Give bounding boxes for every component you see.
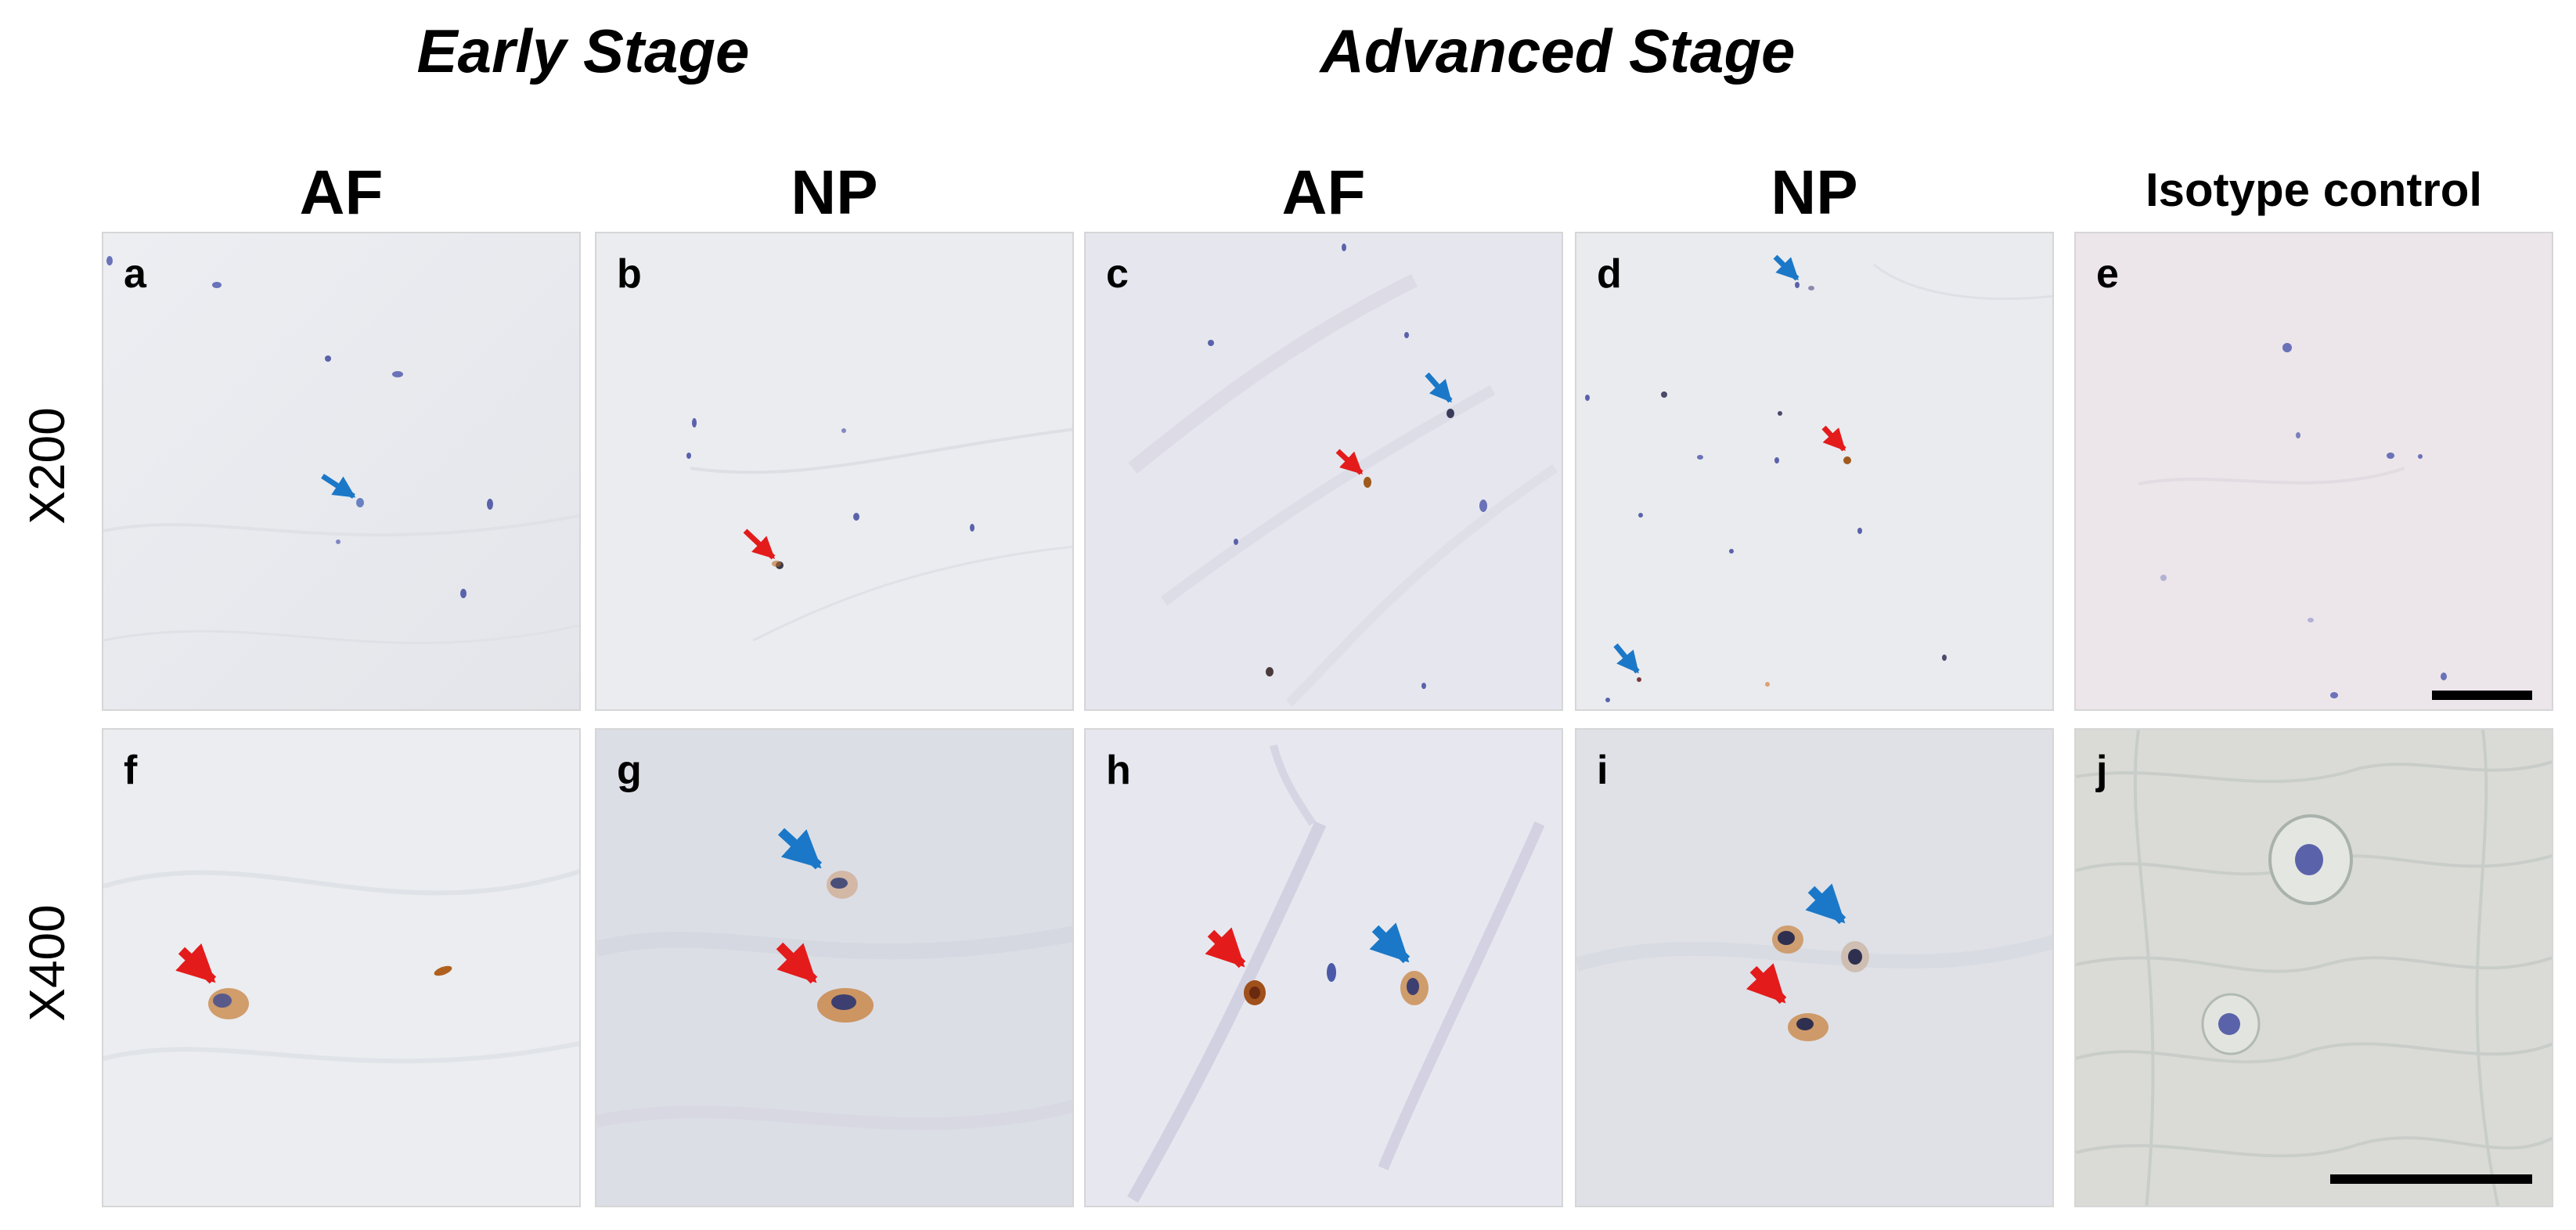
micrograph-b-image bbox=[596, 233, 1072, 709]
panel-letter-b: b bbox=[617, 251, 642, 297]
red-arrow bbox=[776, 942, 818, 984]
blue-arrow bbox=[1613, 643, 1640, 674]
panel-letter-j: j bbox=[2096, 748, 2108, 793]
scale-bar-x200 bbox=[2432, 691, 2532, 700]
micrograph-panel-i: i bbox=[1575, 728, 2054, 1207]
micrograph-a-image bbox=[103, 233, 579, 709]
micrograph-panel-h: h bbox=[1084, 728, 1563, 1207]
column-header-np-early: NP bbox=[791, 157, 878, 227]
micrograph-panel-j: j bbox=[2074, 728, 2553, 1207]
blue-arrow bbox=[1425, 372, 1453, 403]
advanced-stage-title: Advanced Stage bbox=[1320, 16, 1796, 85]
column-header-np-advanced: NP bbox=[1771, 157, 1858, 227]
micrograph-panel-a: a bbox=[102, 232, 581, 711]
micrograph-panel-d: d bbox=[1575, 232, 2054, 711]
micrograph-g-image bbox=[596, 730, 1072, 1206]
micrograph-panel-b: b bbox=[595, 232, 1074, 711]
blue-arrow bbox=[1369, 922, 1410, 964]
red-arrow bbox=[175, 943, 217, 984]
panel-letter-e: e bbox=[2096, 251, 2119, 297]
micrograph-j-image bbox=[2076, 730, 2552, 1206]
column-header-af-advanced: AF bbox=[1281, 157, 1366, 227]
micrograph-panel-c: c bbox=[1084, 232, 1563, 711]
blue-arrow bbox=[1805, 883, 1846, 925]
micrograph-h-image bbox=[1086, 730, 1562, 1206]
blue-arrow bbox=[1773, 254, 1800, 281]
micrograph-panel-f: f bbox=[102, 728, 581, 1207]
red-arrow bbox=[1205, 927, 1246, 968]
panel-letter-g: g bbox=[617, 748, 642, 793]
red-arrow bbox=[1821, 425, 1846, 452]
red-arrow bbox=[743, 528, 776, 560]
panel-letter-f: f bbox=[124, 748, 138, 793]
red-arrow bbox=[1746, 963, 1787, 1005]
micrograph-e-image bbox=[2076, 233, 2552, 709]
row-label-x400: X400 bbox=[19, 904, 75, 1022]
row-label-x200: X200 bbox=[19, 407, 75, 525]
column-header-af-early: AF bbox=[299, 157, 384, 227]
blue-arrow bbox=[321, 474, 356, 499]
red-arrow bbox=[1335, 449, 1364, 475]
micrograph-panel-g: g bbox=[595, 728, 1074, 1207]
micrograph-c-image bbox=[1086, 233, 1562, 709]
panel-letter-i: i bbox=[1597, 748, 1609, 793]
micrograph-panel-e: e bbox=[2074, 232, 2553, 711]
micrograph-d-image bbox=[1576, 233, 2052, 709]
blue-arrow bbox=[777, 828, 823, 870]
micrograph-f-image bbox=[103, 730, 579, 1206]
early-stage-title: Early Stage bbox=[416, 16, 750, 85]
scale-bar-x400 bbox=[2330, 1174, 2532, 1184]
panel-letter-a: a bbox=[124, 251, 146, 297]
panel-letter-c: c bbox=[1106, 251, 1129, 297]
panel-letter-d: d bbox=[1597, 251, 1622, 297]
panel-letter-h: h bbox=[1106, 748, 1131, 793]
micrograph-i-image bbox=[1576, 730, 2052, 1206]
column-header-isotype-control: Isotype control bbox=[2145, 164, 2483, 216]
